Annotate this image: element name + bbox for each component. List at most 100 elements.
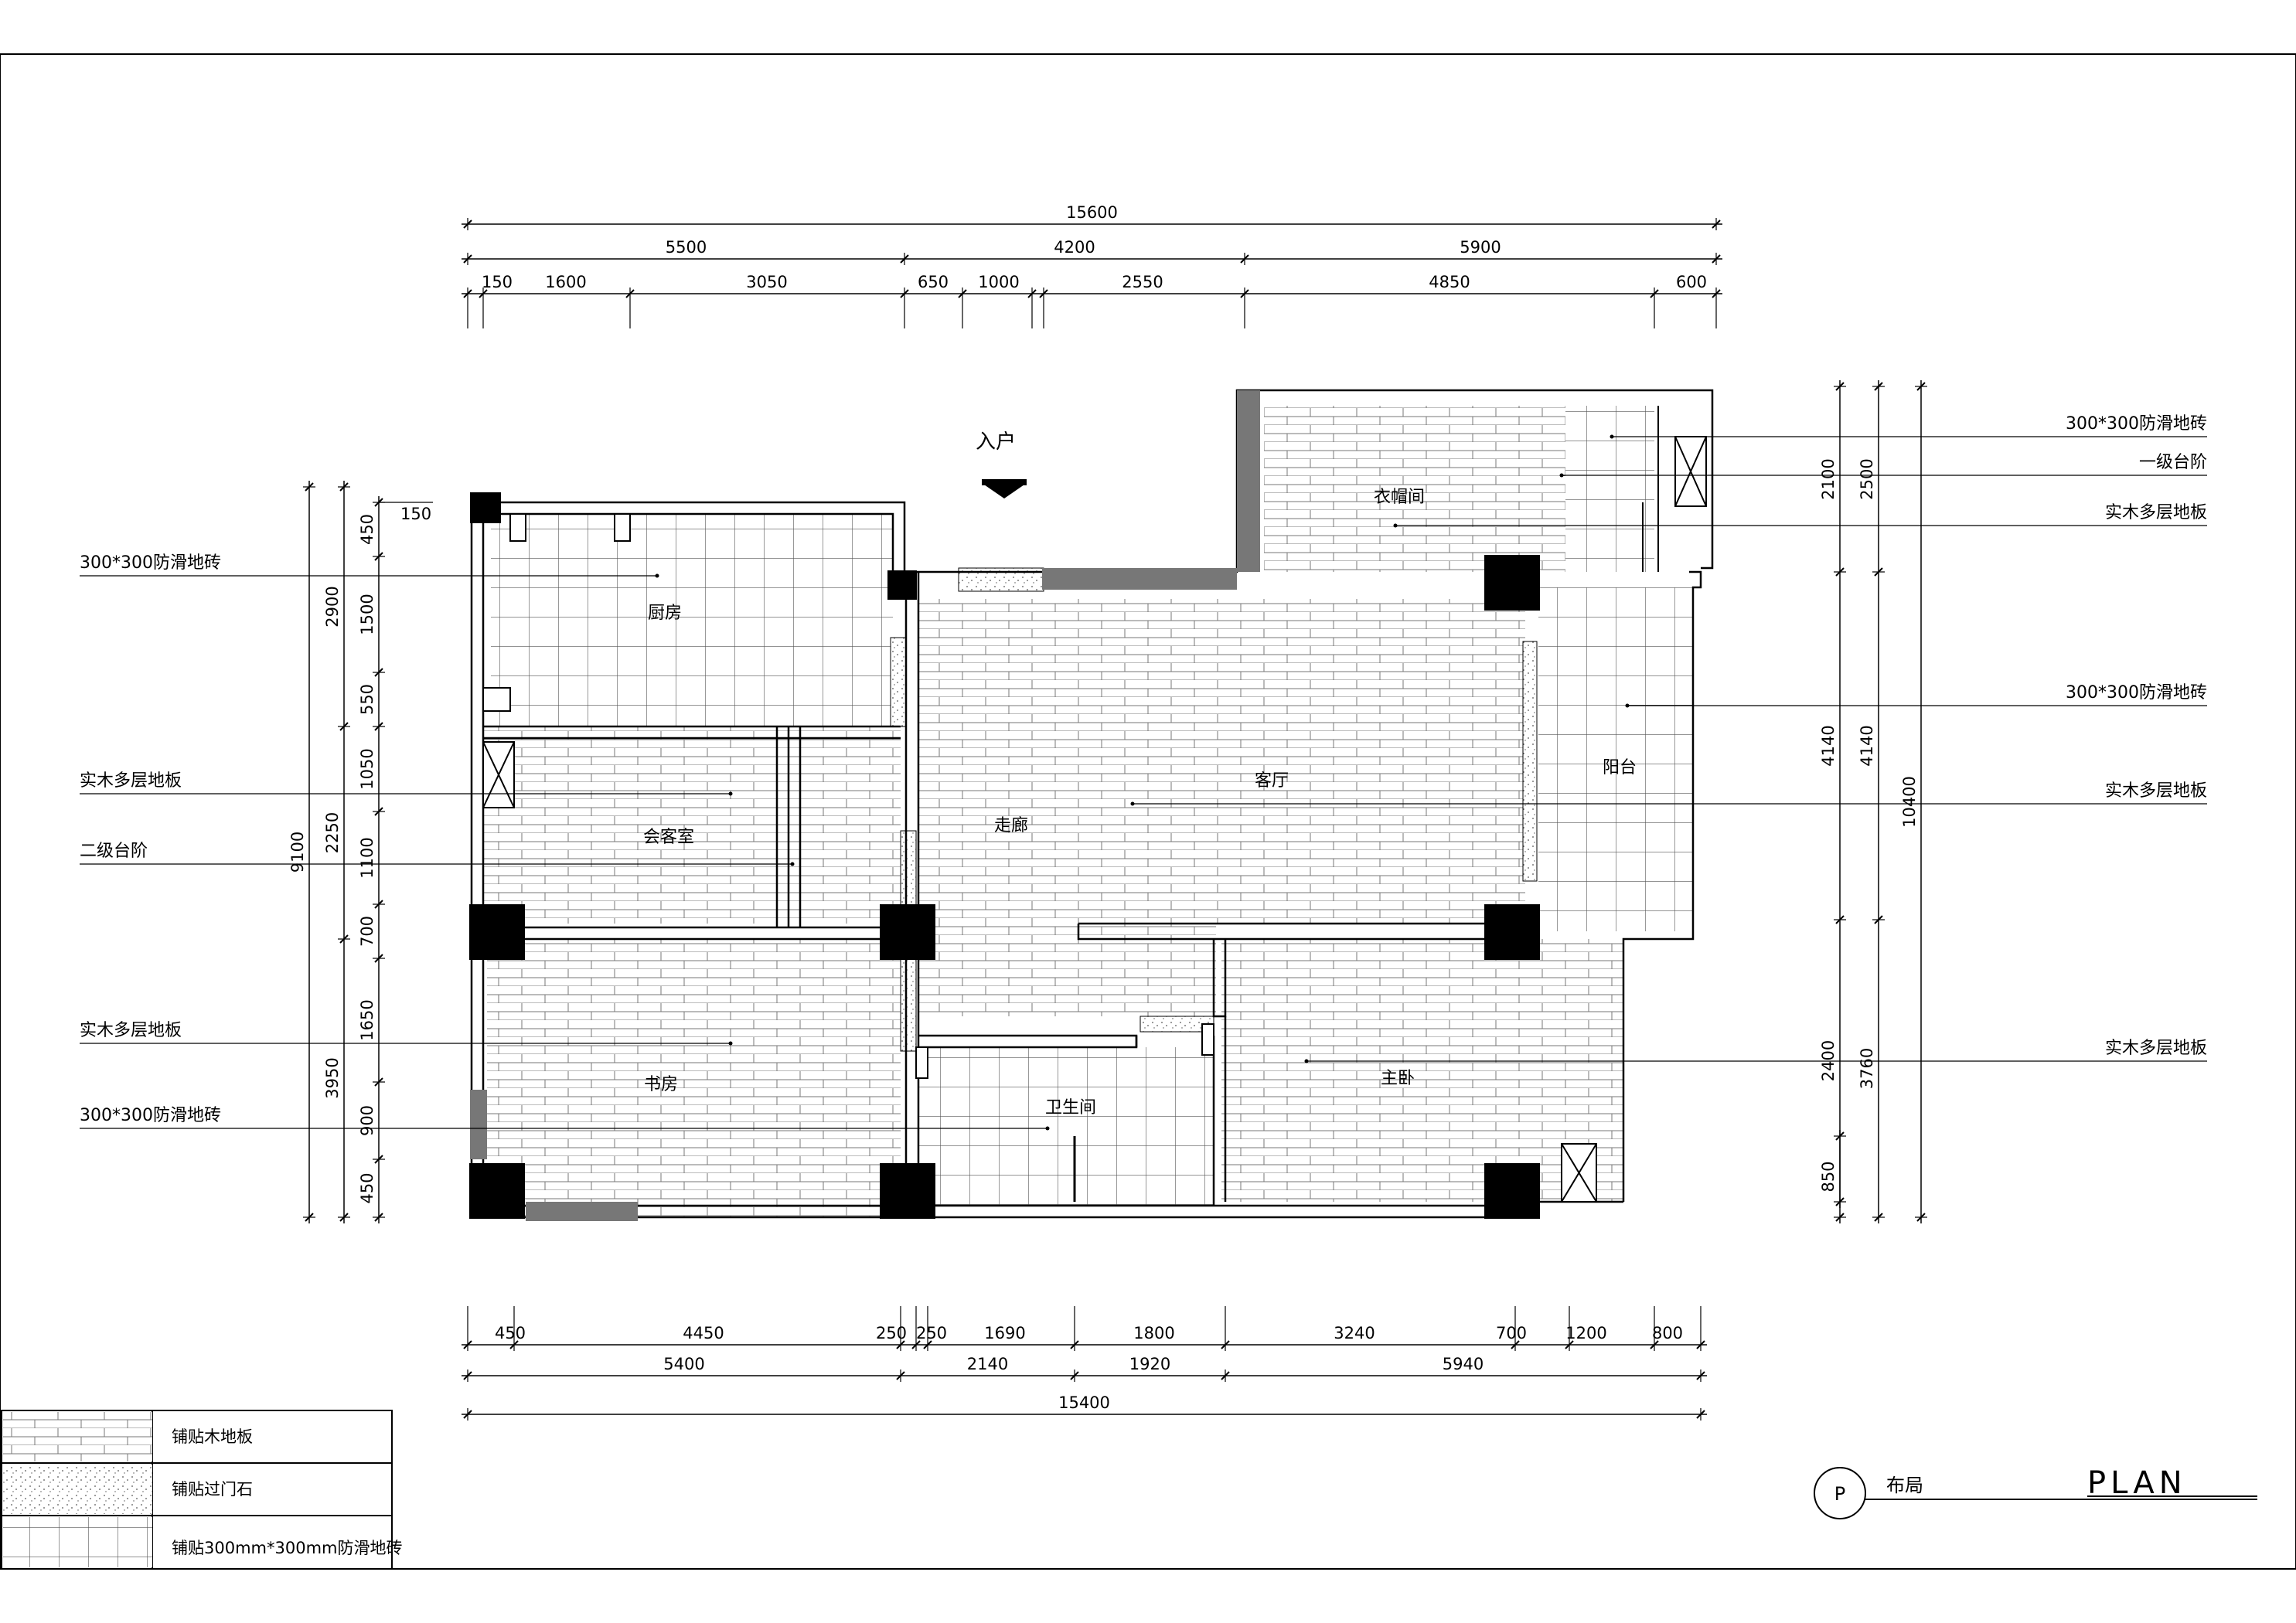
dim-top-total-label: 15600	[1066, 203, 1118, 222]
title-block: P 布局 PLAN	[1814, 1465, 2257, 1519]
dim-left-total-label: 9100	[288, 832, 307, 873]
dim-bottom-detail-label: 800	[1652, 1324, 1683, 1342]
callout-label: 300*300防滑地砖	[2066, 414, 2207, 434]
dim-left-top-small: 150	[400, 505, 431, 523]
study-threshold	[900, 958, 917, 1052]
dim-bottom-detail-label: 3240	[1334, 1324, 1375, 1342]
dim-top-mid-label: 5500	[666, 238, 707, 257]
bath-hinge-left	[915, 1046, 928, 1079]
drawing-frame	[0, 53, 2296, 1570]
dim-bottom-detail-label: 450	[495, 1324, 526, 1342]
dim-left-detail-label: 900	[358, 1105, 376, 1136]
room-kitchen: 厨房	[648, 604, 682, 623]
dim-right-inner-label: 2100	[1819, 458, 1838, 499]
callout-label: 实木多层地板	[80, 771, 182, 791]
room-wardrobe: 衣帽间	[1374, 488, 1425, 507]
kitchen-tap-a	[509, 513, 526, 542]
dim-right-total-label: 10400	[1900, 776, 1919, 828]
kitchen-threshold	[890, 637, 907, 727]
legend-tile-label: 铺贴300mm*300mm防滑地砖	[172, 1539, 403, 1557]
dim-left-mid-label: 2250	[323, 812, 342, 853]
legend-wood-swatch	[3, 1412, 152, 1461]
entry-label: 入户	[976, 430, 1016, 454]
study-floor	[487, 939, 901, 1217]
dim-top-detail-label: 2550	[1122, 273, 1163, 291]
callout-label: 实木多层地板	[80, 1021, 182, 1040]
balcony-floor	[1538, 587, 1693, 931]
master-floor	[1221, 939, 1623, 1202]
dim-top-detail-label: 650	[918, 273, 949, 291]
guest-floor	[483, 726, 901, 924]
callout-label: 一级台阶	[2139, 453, 2207, 472]
title-cn: 布局	[1886, 1475, 1923, 1496]
dim-top-detail-label: 600	[1676, 273, 1707, 291]
callout-label: 实木多层地板	[2105, 781, 2207, 801]
dim-bottom-mid-label: 1920	[1129, 1355, 1170, 1373]
dim-bottom-detail-label: 250	[916, 1324, 947, 1342]
dim-right-outer-label: 3760	[1858, 1048, 1876, 1089]
dim-left-detail-label: 1050	[358, 748, 376, 789]
dim-left-mid-label: 3950	[323, 1057, 342, 1098]
kitchen-tap-b	[614, 513, 631, 542]
dim-bottom-detail-label: 4450	[683, 1324, 724, 1342]
callout-label: 300*300防滑地砖	[80, 553, 221, 573]
dim-top-detail-label: 1000	[978, 273, 1019, 291]
room-labels: 厨房 衣帽间 客厅 走廊 会客室 阳台 书房 卫生间 主卧	[643, 488, 1637, 1118]
title-en: PLAN	[2087, 1465, 2187, 1501]
dim-left-detail-label: 550	[358, 684, 376, 715]
dim-top-mid-label: 5900	[1460, 238, 1501, 257]
callout-label: 300*300防滑地砖	[2066, 683, 2207, 703]
bath-hinge-right	[1201, 1023, 1214, 1056]
legend-tile-swatch	[3, 1517, 152, 1567]
room-living: 客厅	[1255, 771, 1289, 791]
dim-top-mid-label: 4200	[1054, 238, 1095, 257]
entry-arrow-icon	[982, 483, 1027, 498]
legend-stone-swatch	[3, 1465, 152, 1514]
dim-bottom-detail-label: 1800	[1133, 1324, 1174, 1342]
dim-top-detail-label: 150	[482, 273, 513, 291]
corridor-floor	[918, 924, 1216, 1016]
bathroom-floor	[918, 1047, 1214, 1206]
dim-left-detail-label: 450	[358, 1172, 376, 1203]
wardrobe-floor	[1264, 406, 1565, 572]
dim-bottom-detail-label: 250	[876, 1324, 907, 1342]
dim-left-detail-label: 1650	[358, 999, 376, 1040]
dim-right-inner-label: 4140	[1819, 725, 1838, 766]
dim-bottom-mid-label: 2140	[967, 1355, 1008, 1373]
dim-bottom-mid-label: 5400	[663, 1355, 704, 1373]
dim-top-detail-label: 3050	[746, 273, 787, 291]
dim-right-inner-b-label: 850	[1819, 1161, 1838, 1192]
title-symbol: P	[1834, 1483, 1845, 1505]
kitchen-sink	[482, 687, 511, 712]
room-master: 主卧	[1381, 1069, 1415, 1088]
dim-top-detail-label: 4850	[1429, 273, 1470, 291]
solid-walls	[470, 390, 1260, 1221]
callout-label: 二级台阶	[80, 842, 148, 861]
dim-right-outer-label: 4140	[1858, 725, 1876, 766]
material-callouts: 300*300防滑地砖实木多层地板二级台阶实木多层地板300*300防滑地砖30…	[80, 414, 2207, 1131]
legend: 铺贴木地板 铺贴过门石 铺贴300mm*300mm防滑地砖	[1, 1410, 403, 1570]
wardrobe-step-floor	[1565, 406, 1654, 572]
structural-columns	[469, 492, 1540, 1219]
room-guest: 会客室	[643, 828, 694, 847]
dim-bottom-detail-label: 700	[1496, 1324, 1527, 1342]
dim-left-detail-label: 450	[358, 514, 376, 545]
dim-left-detail-label: 1500	[358, 594, 376, 635]
kitchen-floor	[491, 514, 893, 730]
dimension-lines: 15600 5500 4200 5900 150 1600 3050 650 1000 2550 4…	[288, 203, 1927, 1421]
room-balcony: 阳台	[1603, 758, 1637, 777]
legend-stone-label: 铺贴过门石	[172, 1480, 253, 1499]
legend-wood-label: 铺贴木地板	[172, 1427, 253, 1446]
dim-left-detail-label: 1100	[358, 837, 376, 878]
dim-bottom-detail-label: 1690	[984, 1324, 1025, 1342]
dim-left-detail-label: 700	[358, 916, 376, 947]
dim-right-outer-label: 2500	[1858, 458, 1876, 499]
living-floor	[918, 599, 1525, 924]
balcony-threshold	[1522, 641, 1538, 882]
dim-bottom-mid-label: 5940	[1443, 1355, 1484, 1373]
callout-label: 实木多层地板	[2105, 503, 2207, 522]
room-study: 书房	[644, 1075, 678, 1094]
dim-top-detail-label: 1600	[545, 273, 586, 291]
dim-left-mid-label: 2900	[323, 586, 342, 627]
